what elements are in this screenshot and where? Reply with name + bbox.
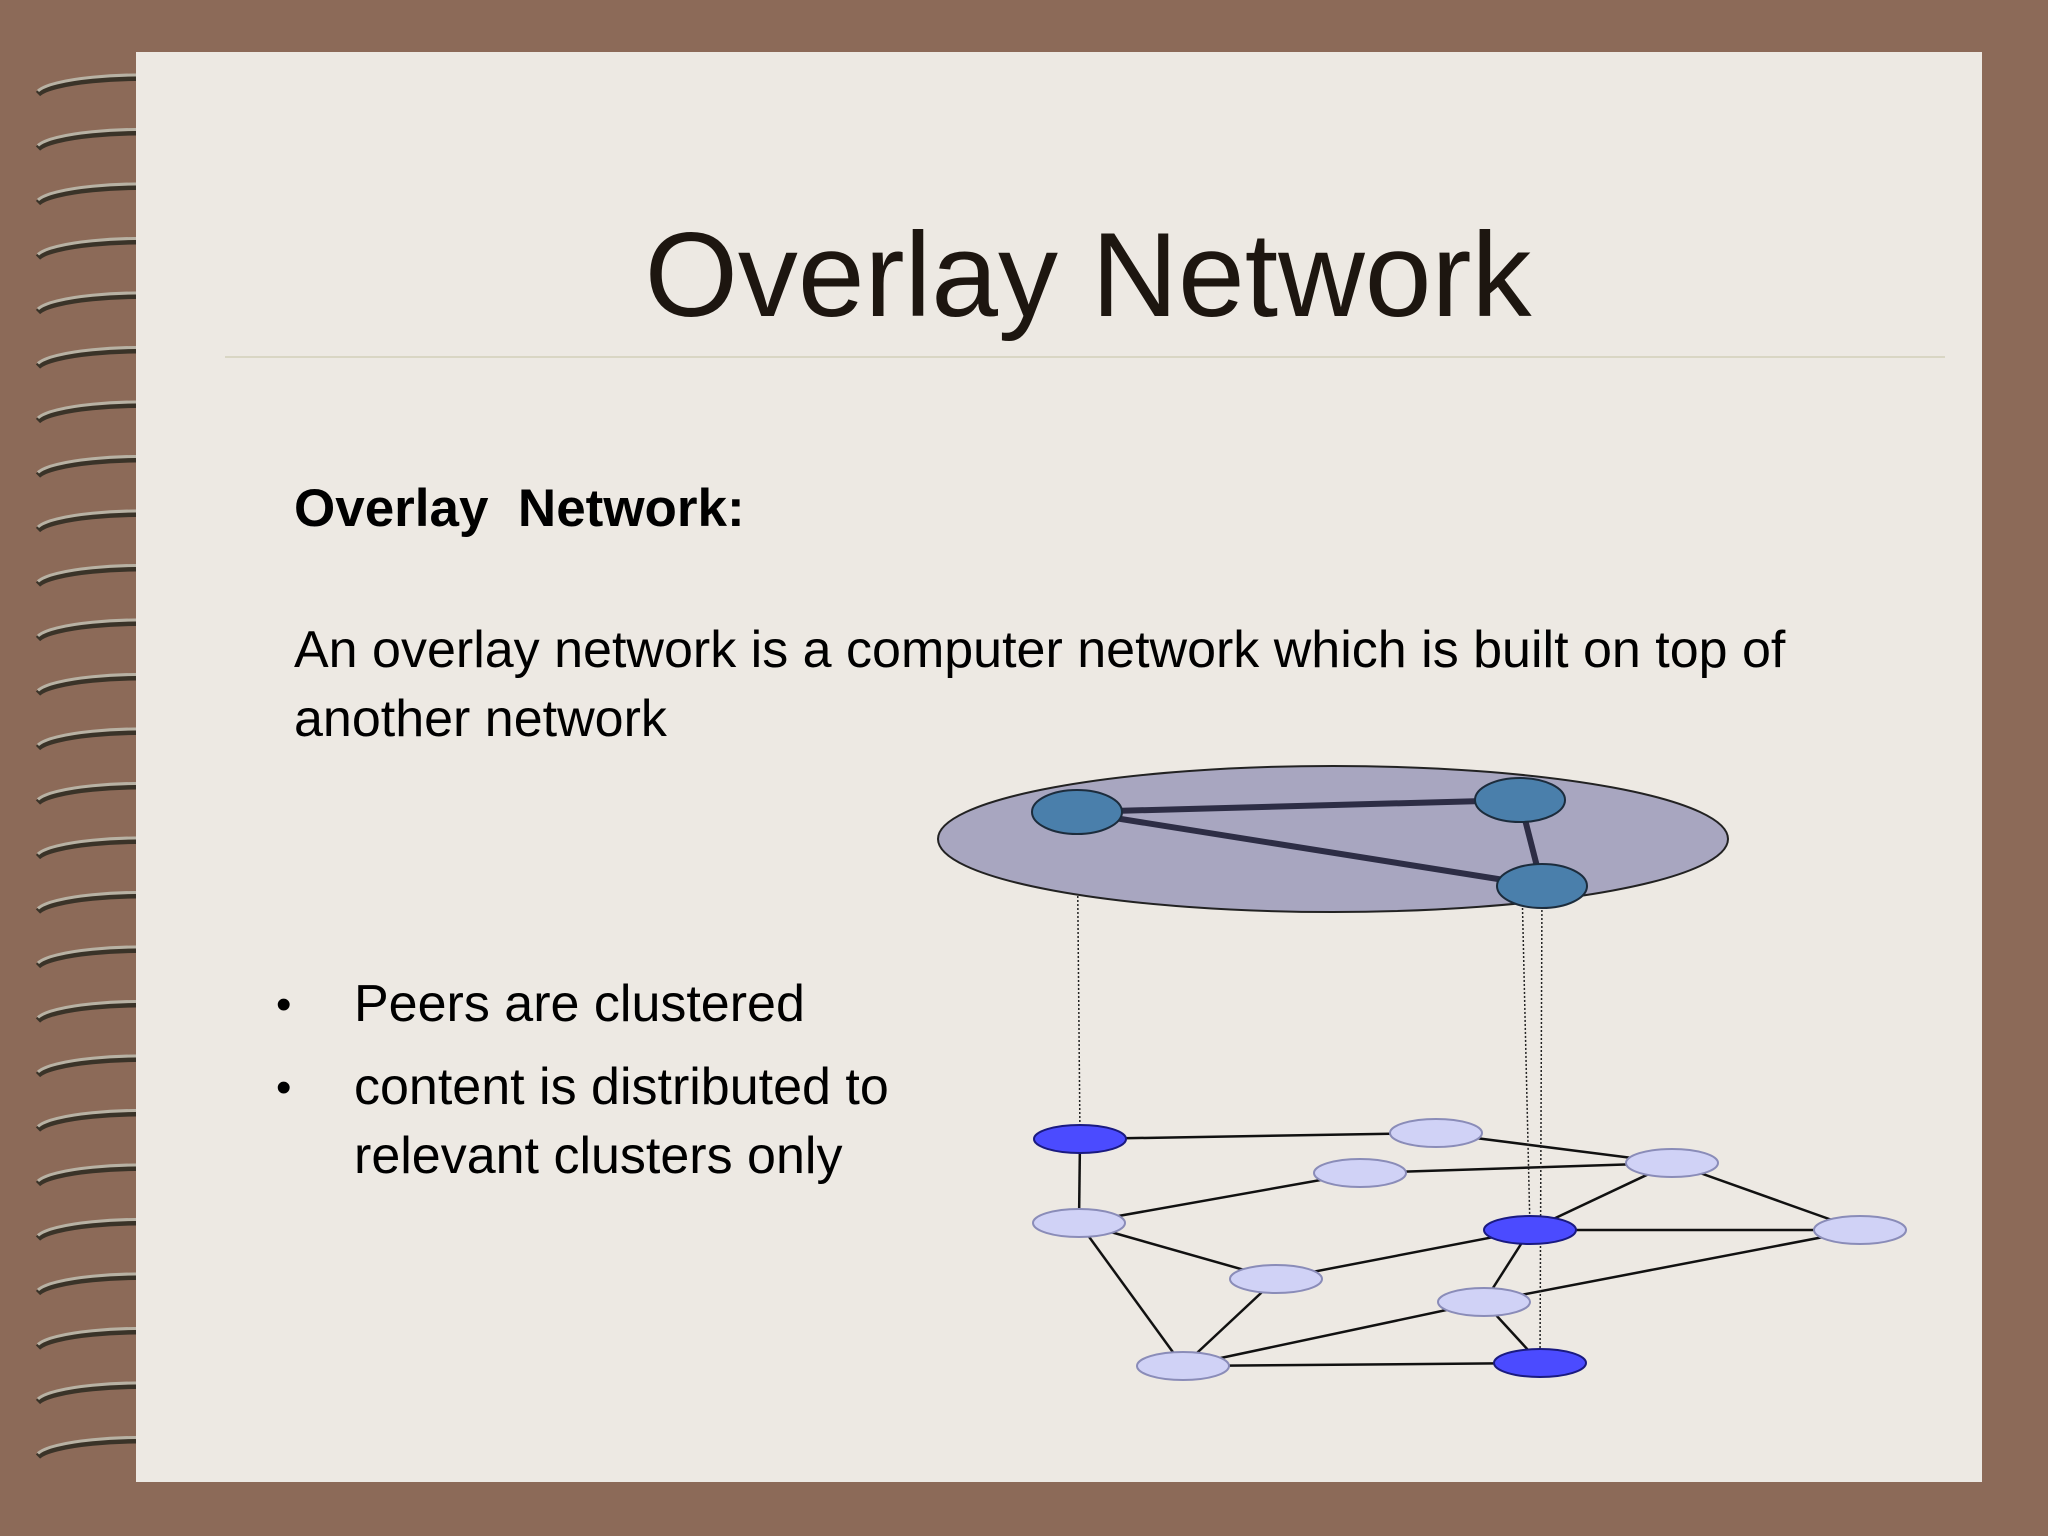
title-divider	[225, 356, 1945, 358]
mapping-line	[1539, 885, 1543, 1364]
physical-node-mapped	[1493, 1348, 1587, 1378]
bullet-text: content is distributed to relevant clust…	[354, 1058, 889, 1185]
mapping-line	[1076, 811, 1081, 1140]
physical-link	[1078, 1171, 1361, 1225]
physical-node	[1389, 1118, 1483, 1148]
physical-node	[1625, 1148, 1719, 1178]
slide-page	[136, 52, 1982, 1482]
physical-node-mapped	[1033, 1124, 1127, 1154]
bullet-text: Peers are clustered	[354, 975, 805, 1033]
physical-node	[1136, 1351, 1230, 1381]
physical-node	[1813, 1215, 1907, 1245]
physical-link	[1182, 1278, 1277, 1367]
physical-link	[1182, 1361, 1541, 1368]
overlay-link	[1076, 809, 1543, 889]
slide-title: Overlay Network	[644, 208, 1532, 342]
bullet-icon: •	[276, 980, 292, 1029]
description-text: An overlay network is a computer network…	[294, 621, 1786, 748]
physical-link	[1275, 1228, 1531, 1281]
physical-nodes	[1032, 1118, 1907, 1381]
overlay-plane	[937, 765, 1729, 913]
bullet-item: • Peers are clustered	[270, 970, 990, 1039]
physical-link	[1483, 1228, 1861, 1304]
physical-node	[1229, 1264, 1323, 1294]
physical-node	[1313, 1158, 1407, 1188]
physical-link	[1079, 1131, 1437, 1141]
physical-link	[1182, 1300, 1485, 1368]
physical-node	[1437, 1287, 1531, 1317]
physical-link	[1077, 1222, 1185, 1367]
physical-node	[1032, 1208, 1126, 1238]
overlay-node	[1474, 777, 1566, 823]
bullet-list: • Peers are clustered • content is distr…	[270, 970, 990, 1205]
subheading: Overlay Network:	[294, 479, 745, 538]
mapping-lines	[1076, 799, 1543, 1364]
physical-links	[1077, 1131, 1861, 1368]
physical-node-mapped	[1483, 1215, 1577, 1245]
overlay-node	[1031, 789, 1123, 835]
overlay-node	[1496, 863, 1588, 909]
overlay-nodes	[1031, 777, 1588, 909]
bullet-item: • content is distributed to relevant clu…	[270, 1053, 990, 1191]
overlay-link	[1076, 797, 1521, 815]
physical-link	[1359, 1161, 1673, 1175]
bullet-icon: •	[276, 1063, 292, 1112]
